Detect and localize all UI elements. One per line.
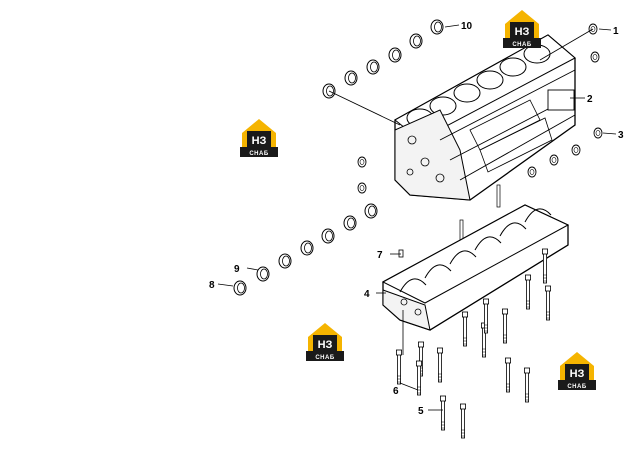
callout-2: 2 (587, 94, 593, 105)
svg-text:СНАБ: СНАБ (249, 151, 268, 157)
callout-8: 8 (209, 280, 215, 291)
svg-text:НЗ: НЗ (318, 339, 333, 351)
svg-text:СНАБ: СНАБ (512, 42, 531, 48)
watermark-logo-right: НЗ СНАБ (558, 352, 596, 390)
watermark-logo-left: НЗ СНАБ (240, 119, 278, 157)
callout-4: 4 (364, 289, 370, 300)
callout-labels: 1 2 3 4 5 6 7 8 9 10 (209, 21, 624, 417)
liner-seal-rings (322, 19, 444, 99)
cylinder-block (394, 34, 576, 201)
svg-text:НЗ: НЗ (515, 26, 530, 38)
callout-10: 10 (461, 21, 473, 32)
small-pin (398, 249, 404, 258)
bedplate (381, 204, 570, 331)
bearing-shells (233, 203, 378, 296)
svg-text:СНАБ: СНАБ (567, 384, 586, 390)
callout-3: 3 (618, 130, 624, 141)
callout-9: 9 (234, 264, 240, 275)
leader-lines (217, 24, 617, 411)
dowel-pins (459, 184, 501, 243)
callout-6: 6 (393, 386, 399, 397)
callout-5: 5 (418, 406, 424, 417)
watermark-logo-middle: НЗ СНАБ (306, 323, 344, 361)
callout-7: 7 (377, 250, 383, 261)
svg-text:СНАБ: СНАБ (315, 355, 334, 361)
svg-text:НЗ: НЗ (252, 135, 267, 147)
callout-1: 1 (613, 26, 619, 37)
svg-text:НЗ: НЗ (570, 368, 585, 380)
watermark-logo-top: НЗ СНАБ (503, 10, 541, 48)
